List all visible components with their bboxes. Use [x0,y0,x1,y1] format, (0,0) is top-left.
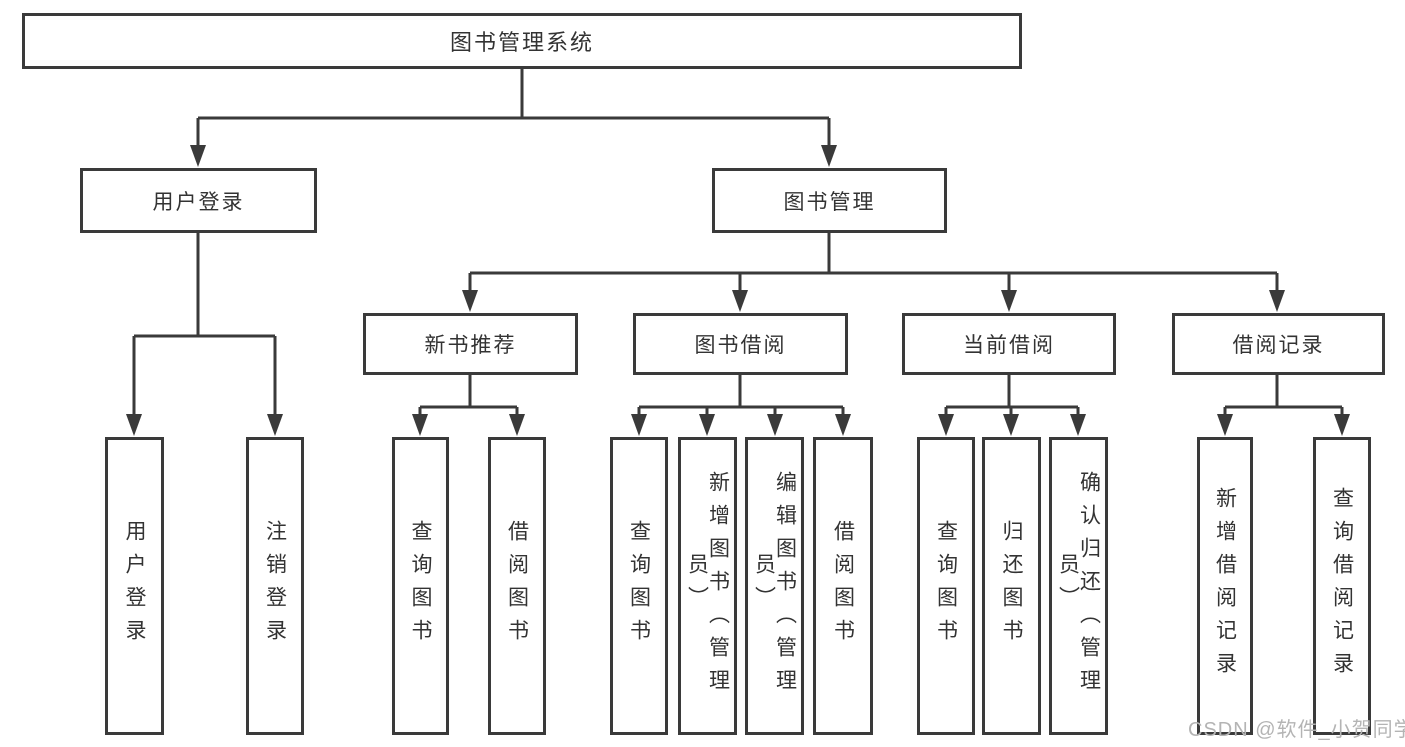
leaf-label: 新增图书（管理员） [685,470,730,702]
node-new-book-recommend: 新书推荐 [363,313,578,375]
leaf-label: 用户登录 [123,520,146,652]
leaf-edit-books-admin: 编辑图书（管理员） [745,437,804,735]
leaf-label: 查询图书 [934,520,958,652]
node-borrow-records: 借阅记录 [1172,313,1385,375]
leaf-add-borrow-record: 新增借阅记录 [1197,437,1253,735]
leaf-logout: 注销登录 [246,437,304,735]
leaf-query-books: 查询图书 [917,437,975,735]
leaf-label: 借阅图书 [831,520,855,652]
leaf-label: 借阅图书 [505,520,529,652]
leaf-label: 查询图书 [627,520,651,652]
node-book-borrowing: 图书借阅 [633,313,848,375]
leaf-label: 确认归还（管理员） [1056,470,1101,702]
node-root-system: 图书管理系统 [22,13,1022,69]
leaf-label: 编辑图书（管理员） [752,470,797,702]
watermark: CSDN @软件_小贺同学 [1188,719,1405,741]
node-current-borrowing: 当前借阅 [902,313,1116,375]
leaf-label: 归还图书 [1000,520,1023,652]
node-user-login: 用户登录 [80,168,317,233]
leaf-query-books: 查询图书 [610,437,668,735]
leaf-borrow-books: 借阅图书 [488,437,546,735]
leaf-label: 注销登录 [263,520,287,652]
leaf-query-books: 查询图书 [392,437,449,735]
arrowheads [126,145,1350,436]
leaf-user-login: 用户登录 [105,437,164,735]
node-book-management: 图书管理 [712,168,947,233]
leaf-query-borrow-record: 查询借阅记录 [1313,437,1371,735]
leaf-return-books: 归还图书 [982,437,1041,735]
leaf-add-books-admin: 新增图书（管理员） [678,437,737,735]
leaf-confirm-return-admin: 确认归还（管理员） [1049,437,1108,735]
leaf-label: 查询借阅记录 [1330,487,1354,685]
leaf-label: 新增借阅记录 [1213,487,1237,685]
leaf-label: 查询图书 [409,520,432,652]
leaf-borrow-books: 借阅图书 [813,437,873,735]
